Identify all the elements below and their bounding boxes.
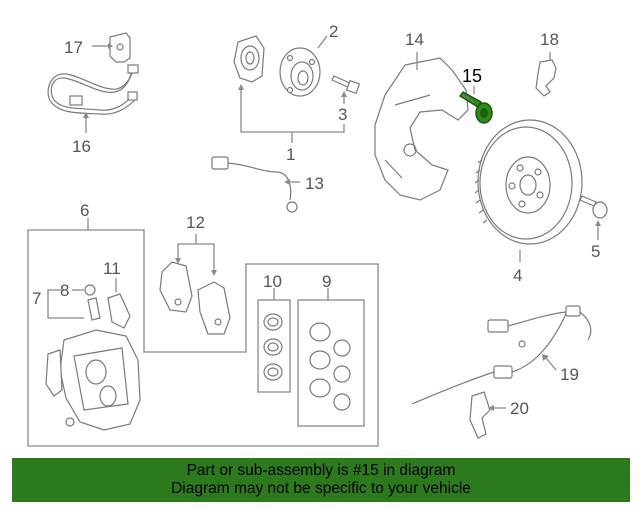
banner-line-1: Part or sub-assembly is #15 in diagram [186,462,456,479]
callout-16: 16 [72,137,91,156]
part-2-wheel-hub[interactable] [279,47,321,97]
part-9-pistons[interactable] [309,322,351,411]
part-17-bracket[interactable] [109,32,131,63]
part-7-bleeder-screw[interactable] [87,297,101,321]
arrow-13 [284,179,290,185]
brake-parts-diagram: 17 16 2 1 3 [27,22,608,447]
part-8-bleeder-cap[interactable] [84,284,96,296]
part-11-clip[interactable] [107,293,131,329]
callout-3: 3 [338,105,347,124]
leader-19 [545,357,557,371]
arrow-1a [238,84,244,90]
box-6-caliper-assembly [27,229,379,447]
bracket-7 [47,289,84,319]
leader-2 [317,35,328,49]
banner-line-2: Diagram may not be specific to your vehi… [171,480,471,497]
arrow-12a [175,258,181,264]
callout-18: 18 [540,30,559,49]
callout-1: 1 [286,145,295,164]
box-9 [297,299,365,427]
part-1-bearing-housing[interactable] [233,35,265,83]
callout-4: 4 [513,266,522,285]
arrow-12b [211,270,217,276]
part-20-clip[interactable] [469,391,491,439]
arrow-19 [542,354,549,361]
bracket-1 [240,90,345,133]
arrow-3 [341,91,347,97]
callout-7: 7 [32,289,41,308]
arrow-16 [83,112,89,118]
part-15-bolt[interactable] [458,91,493,124]
callout-13: 13 [305,174,324,193]
callout-5: 5 [591,242,600,261]
part-13-wear-sensor[interactable] [211,156,298,213]
callout-9: 9 [322,272,331,291]
part-19-wiring-harness[interactable] [411,305,592,405]
part-12-brake-pads[interactable] [159,261,231,335]
callout-11: 11 [103,259,121,278]
part-10-piston-seals[interactable] [263,313,283,381]
part-14-splash-shield[interactable] [374,57,469,201]
callout-8: 8 [60,281,69,300]
info-banner: Part or sub-assembly is #15 in diagram D… [12,458,630,502]
arrow-20 [488,405,494,411]
part-4-brake-rotor[interactable] [474,119,583,245]
arrow-17 [108,43,113,49]
part-16-brake-hose[interactable] [47,64,139,115]
part-18-sensor[interactable] [535,59,557,97]
part-3-hub-bolt[interactable] [331,75,361,95]
callout-20: 20 [510,399,529,418]
callout-2: 2 [329,22,338,41]
part-5-rotor-screw[interactable] [579,195,608,219]
arrow-5 [595,220,601,226]
callout-17: 17 [64,38,83,57]
callout-12: 12 [186,213,205,232]
callout-6: 6 [80,201,89,220]
callout-15: 15 [462,66,482,86]
callout-19: 19 [560,365,579,384]
caliper-body[interactable] [45,329,141,431]
callout-10: 10 [263,272,282,291]
callout-14: 14 [405,30,424,49]
